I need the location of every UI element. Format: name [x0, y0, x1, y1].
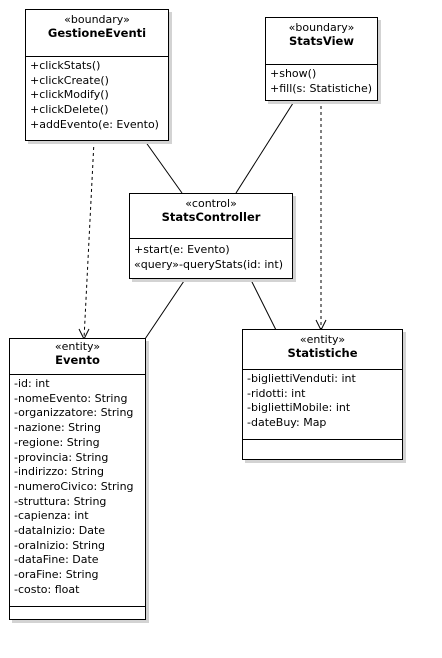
attribute: -ridotti: int: [247, 386, 306, 400]
class-name: Statistiche: [287, 346, 358, 360]
class-header: «boundary» StatsView: [266, 18, 377, 65]
attribute: -nomeEvento: String: [14, 391, 128, 405]
attributes-section: -bigliettiVenduti: int -ridotti: int -bi…: [243, 370, 402, 440]
association-controller-statistiche: [249, 277, 277, 331]
class-name: GestioneEventi: [47, 26, 147, 40]
attribute: -regione: String: [14, 435, 100, 449]
class-stats-view[interactable]: «boundary» StatsView +show() +fill(s: St…: [265, 17, 378, 101]
class-name: Evento: [55, 353, 100, 367]
operation: +start(e: Evento): [134, 243, 230, 256]
attribute: -capienza: int: [14, 509, 89, 523]
operations-section: +clickStats() +clickCreate() +clickModif…: [26, 57, 168, 133]
operation: +clickCreate(): [30, 73, 109, 87]
attribute: -oraFine: String: [14, 568, 99, 582]
class-header: «control» StatsController: [130, 194, 292, 239]
attribute: -nazione: String: [14, 421, 102, 435]
attribute: -costo: float: [14, 582, 80, 596]
class-header: «entity» Evento: [10, 339, 145, 375]
attribute: -dataInizio: Date: [14, 524, 106, 538]
operation: «query»-queryStats(id: int): [134, 257, 283, 271]
attribute: -bigliettiVenduti: int: [247, 372, 356, 385]
class-name: StatsController: [161, 210, 261, 224]
attribute: -dateBuy: Map: [247, 416, 327, 430]
attribute: -dataFine: Date: [14, 553, 99, 567]
class-name: StatsView: [289, 34, 354, 48]
operations-section: +start(e: Evento) «query»-queryStats(id:…: [130, 239, 292, 272]
dependency-gestione-evento: [83, 140, 95, 340]
association-gestione-controller: [144, 140, 183, 194]
attribute: -oraInizio: String: [14, 538, 106, 552]
operation: +show(): [270, 67, 317, 80]
class-stereotype: «entity»: [299, 333, 346, 346]
class-evento[interactable]: «entity» Evento -id: int -nomeEvento: St…: [9, 338, 146, 620]
class-stats-controller[interactable]: «control» StatsController +start(e: Even…: [129, 193, 293, 279]
class-header: «boundary» GestioneEventi: [26, 10, 168, 57]
association-statsview-controller: [235, 99, 296, 194]
class-header: «entity» Statistiche: [243, 330, 402, 370]
class-statistiche[interactable]: «entity» Statistiche -bigliettiVenduti: …: [242, 329, 403, 460]
class-gestione-eventi[interactable]: «boundary» GestioneEventi +clickStats() …: [25, 9, 169, 141]
operation: +clickDelete(): [30, 103, 109, 117]
attributes-section: -id: int -nomeEvento: String -organizzat…: [10, 375, 145, 607]
operation: +clickStats(): [30, 59, 101, 72]
attribute: -bigliettiMobile: int: [247, 401, 351, 415]
operation: +fill(s: Statistiche): [270, 81, 373, 95]
class-stereotype: «entity»: [54, 340, 101, 353]
attribute: -numeroCivico: String: [14, 479, 134, 493]
class-stereotype: «boundary»: [288, 21, 355, 34]
operation: +addEvento(e: Evento): [30, 117, 159, 131]
operations-section: +show() +fill(s: Statistiche): [266, 65, 377, 96]
association-controller-evento: [144, 277, 187, 340]
attribute: -organizzatore: String: [14, 406, 134, 420]
attribute: -provincia: String: [14, 450, 109, 464]
attribute: -id: int: [14, 377, 50, 390]
attribute: -indirizzo: String: [14, 465, 104, 479]
class-stereotype: «boundary»: [64, 13, 130, 26]
attribute: -struttura: String: [14, 494, 107, 508]
class-stereotype: «control»: [185, 197, 237, 210]
operation: +clickModify(): [30, 88, 109, 102]
